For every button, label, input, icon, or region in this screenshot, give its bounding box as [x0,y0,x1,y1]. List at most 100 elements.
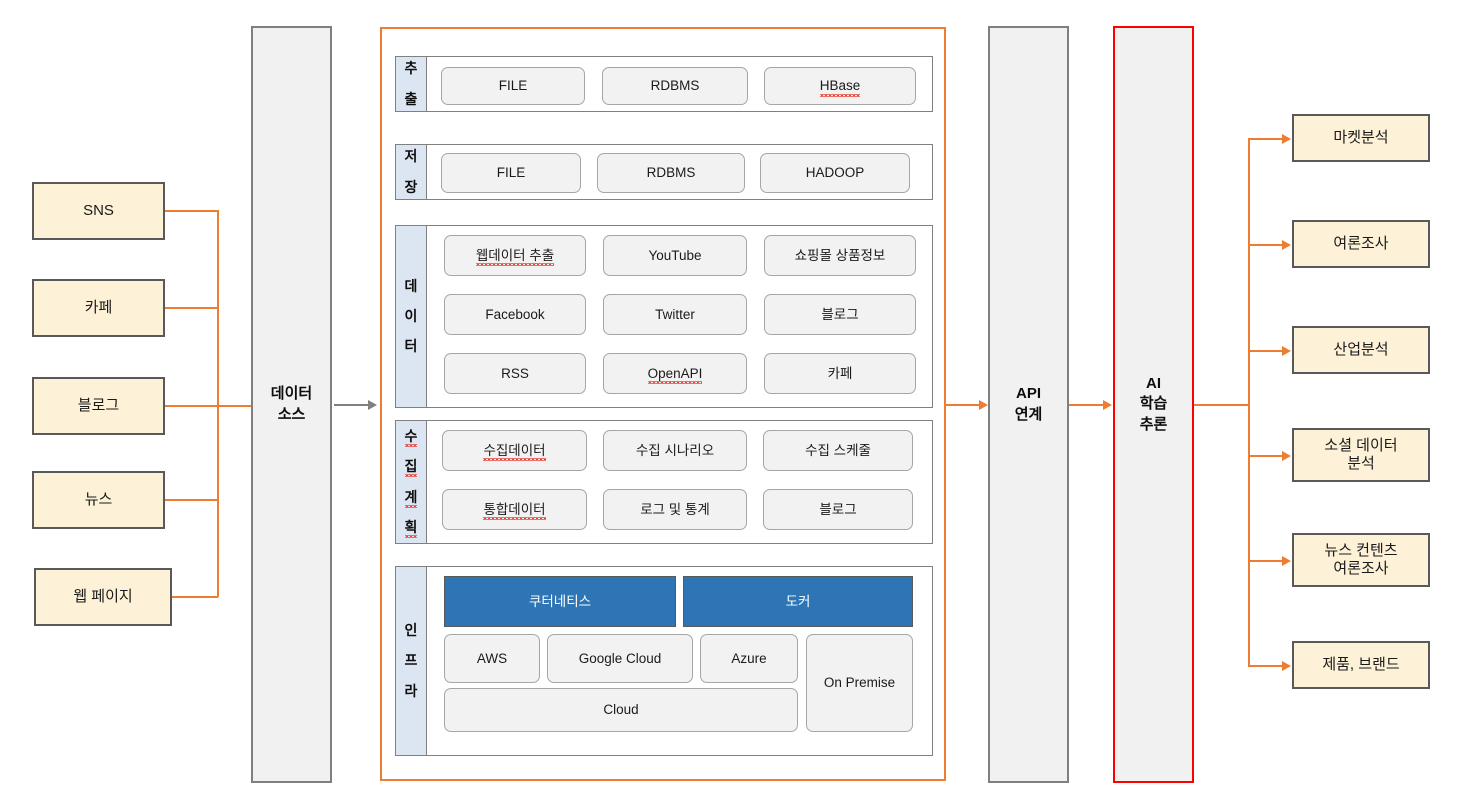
chip-data-openapi[interactable]: OpenAPI [603,353,747,394]
chip-infra-kubernetes[interactable]: 쿠터네티스 [444,576,676,627]
output-box-industry-analysis[interactable]: 산업분석 [1292,326,1430,374]
chip-plan-blog[interactable]: 블로그 [763,489,913,530]
source-label: 뉴스 [84,490,113,508]
connector-output-bus [1248,138,1250,666]
chip-storage-hadoop[interactable]: HADOOP [760,153,910,193]
output-label-line1: 소셜 데이터 [1324,436,1398,454]
chip-data-youtube[interactable]: YouTube [603,235,747,276]
section-label-char: 데 [404,277,418,294]
output-label: 제품, 브랜드 [1322,655,1400,673]
chip-data-web-extract[interactable]: 웹데이터 추출 [444,235,586,276]
chip-extract-rdbms[interactable]: RDBMS [602,67,748,105]
section-label-char: 추 [404,60,418,77]
pipeline-column-ai[interactable]: AI 학습 추론 [1113,26,1194,783]
output-box-product-brand[interactable]: 제품, 브랜드 [1292,641,1430,689]
output-box-social-data-analysis[interactable]: 소셜 데이터 분석 [1292,428,1430,482]
output-label: 산업분석 [1333,340,1389,358]
chip-data-rss[interactable]: RSS [444,353,586,394]
output-label: 여론조사 [1333,234,1389,252]
source-label: 카페 [84,298,113,316]
connector-out-5 [1248,560,1285,562]
platform-container: 추 출 FILE RDBMS HBase 저 장 [380,27,946,781]
ai-line2: 학습 [1139,395,1168,413]
connector-out-4 [1248,455,1285,457]
connector-cafe-h [165,307,218,309]
output-box-public-survey[interactable]: 여론조사 [1292,220,1430,268]
chip-infra-azure[interactable]: Azure [700,634,798,683]
pipeline-column-api[interactable]: API 연계 [988,26,1069,783]
chip-infra-aws[interactable]: AWS [444,634,540,683]
source-label: SNS [83,201,114,219]
connector-out-6 [1248,665,1285,667]
arrowhead-platform-api [979,400,988,410]
chip-plan-collected-data[interactable]: 수집데이터 [442,430,587,471]
chip-data-shopping[interactable]: 쇼핑몰 상품정보 [764,235,916,276]
chip-data-twitter[interactable]: Twitter [603,294,747,335]
source-box-cafe[interactable]: 카페 [32,279,165,337]
ai-line1: AI [1146,375,1161,393]
connector-out-1 [1248,138,1285,140]
chip-infra-google-cloud[interactable]: Google Cloud [547,634,693,683]
section-body-storage: FILE RDBMS HADOOP [427,145,932,199]
data-source-line1: 데이터 [270,385,313,403]
chip-extract-hbase[interactable]: HBase [764,67,916,105]
section-body-collection-plan: 수집데이터 수집 시나리오 수집 스케줄 통합데이터 로그 및 통계 블로그 [427,421,932,543]
source-box-webpage[interactable]: 웹 페이지 [34,568,172,626]
section-label-char: 이 [404,307,418,324]
chip-data-cafe[interactable]: 카페 [764,353,916,394]
connector-datasource-platform [334,404,370,406]
section-label-extract: 추 출 [396,57,427,111]
chip-infra-docker[interactable]: 도커 [683,576,913,627]
api-line1: API [1015,385,1041,403]
arrowhead-out-3 [1282,346,1291,356]
section-body-infra: 쿠터네티스 도커 AWS Google Cloud Azure On Premi… [427,567,932,755]
section-label-char: 출 [404,90,418,107]
chip-plan-scenario[interactable]: 수집 시나리오 [603,430,747,471]
chip-plan-log-stats[interactable]: 로그 및 통계 [603,489,747,530]
section-label-collection-plan: 수 집 계 획 [396,421,427,543]
source-box-sns[interactable]: SNS [32,182,165,240]
connector-source-bus [217,210,219,597]
section-label-char: 프 [404,652,418,669]
connector-blog-h [165,405,251,407]
section-label-storage: 저 장 [396,145,427,199]
chip-plan-integrated-data[interactable]: 통합데이터 [442,489,587,530]
connector-out-2 [1248,244,1285,246]
chip-data-facebook[interactable]: Facebook [444,294,586,335]
chip-storage-rdbms[interactable]: RDBMS [597,153,745,193]
pipeline-column-data-source[interactable]: 데이터 소스 [251,26,332,783]
arrowhead-out-4 [1282,451,1291,461]
chip-infra-cloud[interactable]: Cloud [444,688,798,732]
arrowhead-api-ai [1103,400,1112,410]
output-box-market-analysis[interactable]: 마켓분석 [1292,114,1430,162]
section-label-char: 터 [404,338,418,355]
connector-out-3 [1248,350,1285,352]
source-label: 웹 페이지 [73,587,133,605]
connector-ai-outputs [1194,404,1249,406]
section-label-char: 집 [404,458,418,478]
section-infra: 인 프 라 쿠터네티스 도커 AWS Google Cloud [395,566,933,756]
chip-plan-schedule[interactable]: 수집 스케줄 [763,430,913,471]
source-box-blog[interactable]: 블로그 [32,377,165,435]
connector-webpage-h [172,596,218,598]
chip-storage-file[interactable]: FILE [441,153,581,193]
section-body-extract: FILE RDBMS HBase [427,57,932,111]
chip-extract-file[interactable]: FILE [441,67,585,105]
source-box-news[interactable]: 뉴스 [32,471,165,529]
section-storage: 저 장 FILE RDBMS HADOOP [395,144,933,200]
chip-infra-on-premise[interactable]: On Premise [806,634,913,732]
section-extract: 추 출 FILE RDBMS HBase [395,56,933,112]
section-label-infra: 인 프 라 [396,567,427,755]
arrowhead-datasource-platform [368,400,377,410]
api-line2: 연계 [1014,405,1043,423]
section-label-char: 획 [404,518,418,539]
section-data: 데 이 터 웹데이터 추출 YouTube 쇼핑몰 상품정보 Facebook [395,225,933,408]
section-body-data: 웹데이터 추출 YouTube 쇼핑몰 상품정보 Facebook Twitte… [427,226,932,407]
output-box-news-content-survey[interactable]: 뉴스 컨텐츠 여론조사 [1292,533,1430,587]
output-label-line2: 분석 [1347,455,1375,472]
chip-data-blog[interactable]: 블로그 [764,294,916,335]
arrowhead-out-5 [1282,556,1291,566]
section-label-char: 수 [404,428,418,448]
output-label-line1: 뉴스 컨텐츠 [1324,541,1398,559]
